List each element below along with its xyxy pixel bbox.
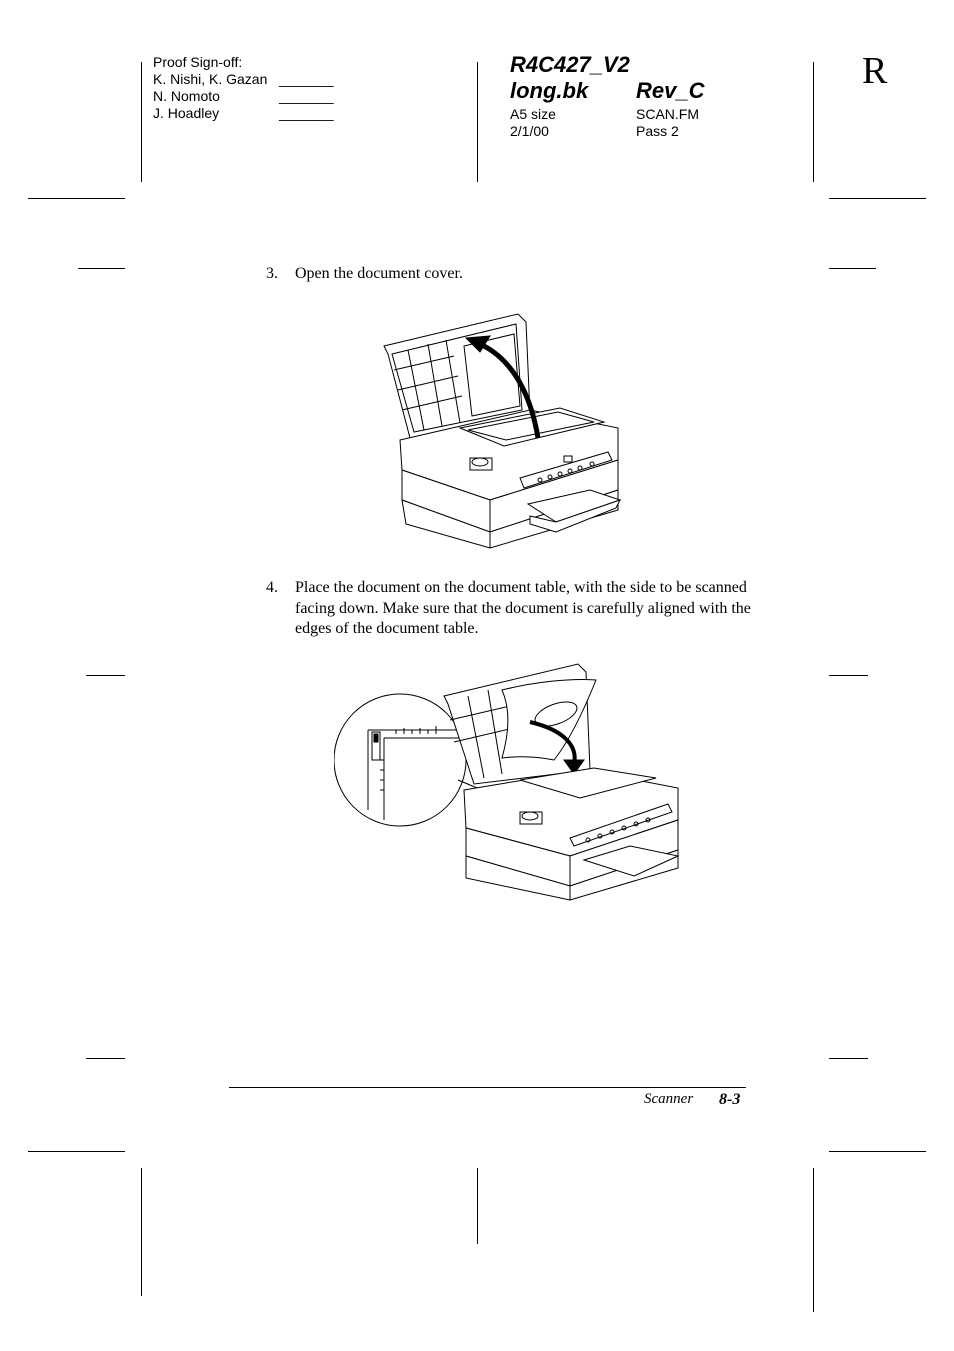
scanner-open-cover-illustration	[383, 313, 622, 549]
signoff-name: K. Nishi, K. Gazan	[153, 71, 268, 87]
file-revision: Rev_C	[636, 78, 705, 103]
crop-mark	[829, 1151, 926, 1152]
step-number: 4.	[266, 579, 278, 596]
right-page-mark: R	[862, 50, 888, 92]
file-name: SCAN.FM	[636, 106, 699, 122]
step-text: Place the document on the document table…	[295, 579, 751, 637]
file-book: long.bk	[510, 78, 589, 103]
file-pass: Pass 2	[636, 123, 679, 139]
crop-mark	[86, 1058, 125, 1059]
crop-mark	[141, 62, 142, 182]
signoff-name: N. Nomoto	[153, 88, 220, 104]
footer-rule	[229, 1087, 746, 1088]
signoff-blank: _______	[279, 88, 334, 104]
scanner-place-document-illustration	[334, 663, 680, 901]
crop-mark	[477, 62, 478, 182]
file-date: 2/1/00	[510, 123, 549, 139]
crop-mark	[829, 198, 926, 199]
step-text: Open the document cover.	[295, 265, 463, 282]
crop-mark	[141, 1168, 142, 1296]
signoff-blank: _______	[279, 71, 334, 87]
file-code: R4C427_V2	[510, 52, 630, 77]
crop-mark	[477, 1168, 478, 1244]
crop-mark	[813, 62, 814, 182]
crop-mark	[86, 675, 125, 676]
crop-mark	[78, 268, 125, 269]
crop-mark	[829, 268, 876, 269]
crop-mark	[28, 198, 125, 199]
crop-mark	[813, 1168, 814, 1312]
signoff-title: Proof Sign-off:	[153, 54, 243, 70]
page-number: 8-3	[719, 1091, 741, 1108]
step-number: 3.	[266, 265, 278, 282]
footer-section: Scanner	[644, 1091, 694, 1107]
crop-mark	[829, 675, 868, 676]
file-size: A5 size	[510, 106, 556, 122]
crop-mark	[829, 1058, 868, 1059]
signoff-name: J. Hoadley	[153, 105, 220, 121]
crop-mark	[28, 1151, 125, 1152]
proof-signoff: Proof Sign-off: K. Nishi, K. Gazan _____…	[153, 54, 343, 122]
signoff-blank: _______	[279, 105, 334, 121]
